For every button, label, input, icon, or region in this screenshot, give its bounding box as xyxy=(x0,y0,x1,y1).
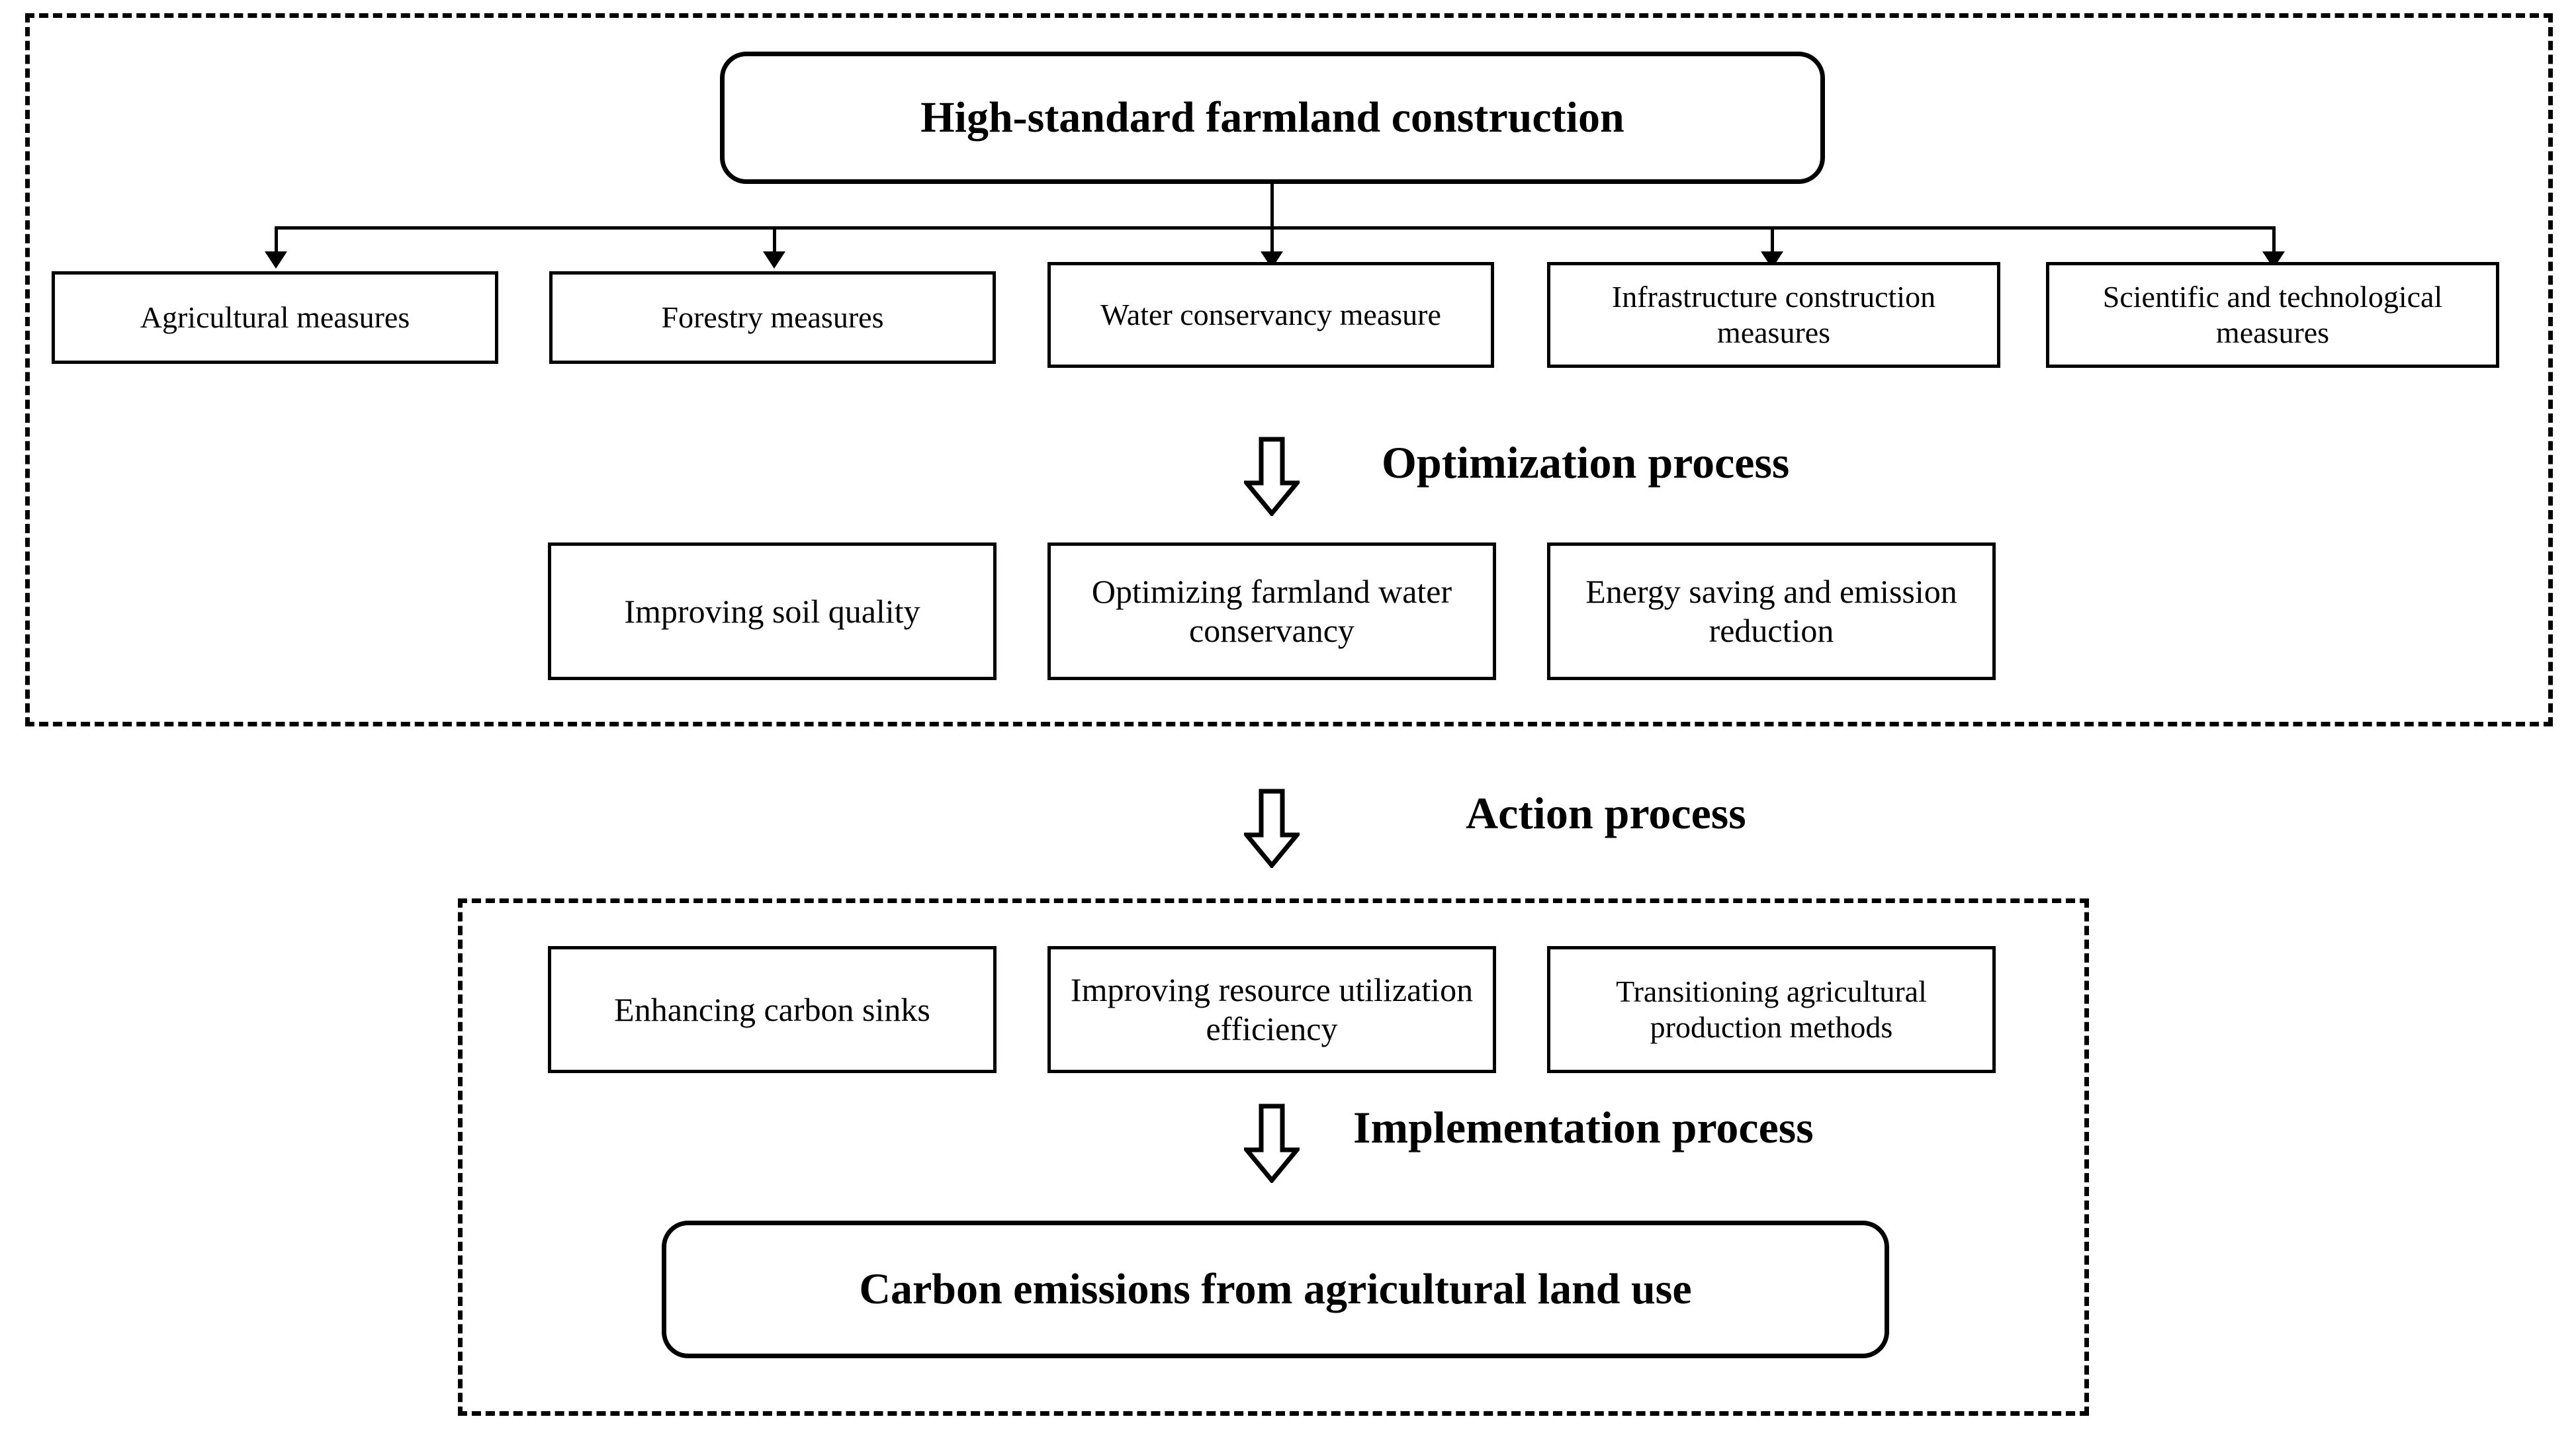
optimization-item-water-conservancy: Optimizing farmland water conservancy xyxy=(1047,543,1496,680)
optimization-item-label: Energy saving and emission reduction xyxy=(1585,573,1957,649)
measure-label: Infrastructure construction measures xyxy=(1611,279,1936,349)
measure-box-agricultural: Agricultural measures xyxy=(52,271,498,364)
optimization-item-energy-saving: Energy saving and emission reduction xyxy=(1547,543,1996,680)
title-box: High-standard farmland construction xyxy=(720,52,1825,184)
action-process-arrow-icon xyxy=(1244,789,1300,868)
measure-label: Scientific and technological measures xyxy=(2102,279,2443,349)
arrowhead-1 xyxy=(265,251,287,269)
action-item-label: Enhancing carbon sinks xyxy=(614,990,930,1028)
connector-drop-2 xyxy=(773,226,776,261)
measure-label: Forestry measures xyxy=(661,300,884,334)
outcome-box-label: Carbon emissions from agricultural land … xyxy=(859,1265,1692,1314)
connector-drop-5 xyxy=(2272,226,2276,261)
optimization-item-label: Improving soil quality xyxy=(624,592,920,630)
optimization-process-label: Optimization process xyxy=(1382,437,1790,488)
connector-drop-4 xyxy=(1771,226,1774,261)
action-process-label: Action process xyxy=(1466,788,1746,838)
action-item-label: Improving resource utilization efficienc… xyxy=(1070,971,1474,1047)
optimization-region xyxy=(25,13,2553,726)
measure-box-scientific: Scientific and technological measures xyxy=(2046,262,2499,368)
title-connector-stub xyxy=(1270,184,1274,228)
optimization-item-soil-quality: Improving soil quality xyxy=(548,543,997,680)
title-box-label: High-standard farmland construction xyxy=(920,93,1624,142)
arrowhead-2 xyxy=(763,251,785,269)
measure-box-water-conservancy: Water conservancy measure xyxy=(1047,262,1494,368)
connector-bus xyxy=(275,226,2274,230)
measure-box-infrastructure: Infrastructure construction measures xyxy=(1547,262,2000,368)
implementation-process-arrow-icon xyxy=(1244,1104,1300,1183)
action-item-label: Transitioning agricultural production me… xyxy=(1616,974,1927,1044)
connector-drop-1 xyxy=(275,226,278,261)
measure-label: Agricultural measures xyxy=(140,300,410,334)
outcome-box: Carbon emissions from agricultural land … xyxy=(662,1221,1889,1358)
action-item-resource-efficiency: Improving resource utilization efficienc… xyxy=(1047,946,1496,1073)
measure-box-forestry: Forestry measures xyxy=(549,271,996,364)
action-item-production-methods: Transitioning agricultural production me… xyxy=(1547,946,1996,1073)
implementation-process-label: Implementation process xyxy=(1353,1102,1814,1152)
implementation-region xyxy=(458,898,2089,1416)
measure-label: Water conservancy measure xyxy=(1100,297,1441,331)
optimization-item-label: Optimizing farmland water conservancy xyxy=(1091,573,1452,649)
connector-drop-3 xyxy=(1270,226,1274,261)
action-item-carbon-sinks: Enhancing carbon sinks xyxy=(548,946,997,1073)
optimization-process-arrow-icon xyxy=(1244,437,1300,516)
